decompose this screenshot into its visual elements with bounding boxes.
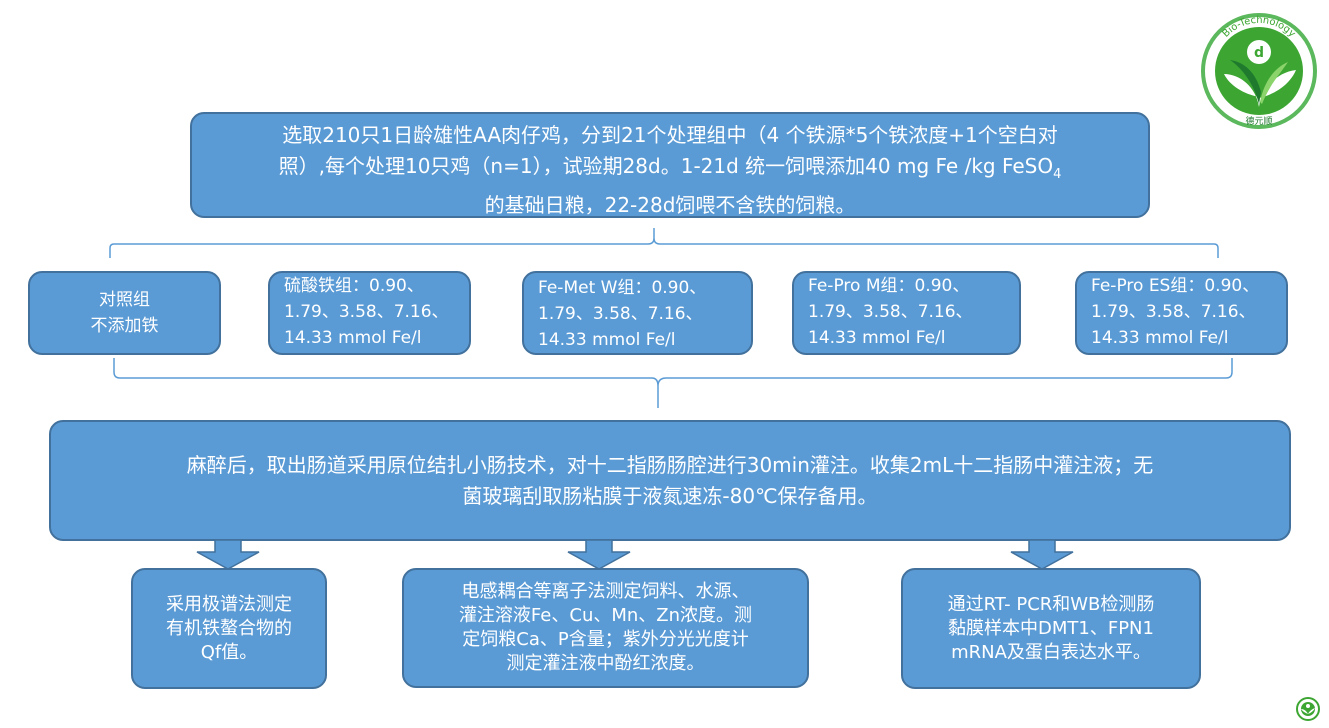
group-fe-met-w-line-1: Fe-Met W组：0.90、: [538, 278, 707, 298]
result-icp-line-1: 电感耦合等离子法测定饲料、水源、: [461, 581, 750, 602]
result-pcr-line-1: 通过RT- PCR和WB检测肠: [947, 593, 1155, 615]
arrow-down-3: [1010, 540, 1074, 570]
group-control-line-2: 不添加铁: [90, 316, 159, 336]
result-pcr-line-3: mRNA及蛋白表达水平。: [951, 641, 1151, 663]
group-ferrous-sulfate-line-3: 14.33 mmol Fe/l: [284, 328, 422, 348]
result-rt-pcr-wb: 通过RT- PCR和WB检测肠 黏膜样本中DMT1、FPN1 mRNA及蛋白表达…: [901, 568, 1201, 689]
group-fe-pro-es-line-3: 14.33 mmol Fe/l: [1091, 328, 1229, 348]
mid-box-line-2: 菌玻璃刮取肠粘膜于液氮速冻-80℃保存备用。: [462, 484, 878, 508]
group-fe-pro-m-line-2: 1.79、3.58、7.16、: [808, 302, 973, 322]
result-icp-line-4: 测定灌注液中酚红浓度。: [506, 653, 705, 674]
group-control: 对照组 不添加铁: [28, 271, 221, 355]
group-fe-met-w-line-2: 1.79、3.58、7.16、: [538, 304, 703, 324]
group-fe-met-w-line-3: 14.33 mmol Fe/l: [538, 330, 676, 350]
result-icp-analysis: 电感耦合等离子法测定饲料、水源、 灌注溶液Fe、Cu、Mn、Zn浓度。测 定饲粮…: [402, 568, 809, 688]
result-polarography-line-3: Qf值。: [200, 641, 258, 663]
result-pcr-line-2: 黏膜样本中DMT1、FPN1: [948, 617, 1154, 639]
group-fe-pro-m-line-1: Fe-Pro M组：0.90、: [808, 276, 970, 296]
group-fe-pro-m: Fe-Pro M组：0.90、 1.79、3.58、7.16、 14.33 mm…: [792, 271, 1021, 355]
result-icp-line-3: 定饲粮Ca、P含量；紫外分光光度计: [462, 629, 749, 650]
company-logo: Bio-Technology d 德元顺: [1201, 13, 1317, 129]
group-control-line-1: 对照组: [99, 290, 150, 310]
result-polarography: 采用极谱法测定 有机铁螯合物的 Qf值。: [131, 568, 327, 689]
mid-box-line-1: 麻醉后，取出肠道采用原位结扎小肠技术，对十二指肠肠腔进行30min灌注。收集2m…: [186, 453, 1154, 477]
result-icp-line-2: 灌注溶液Fe、Cu、Mn、Zn浓度。测: [458, 605, 753, 626]
group-fe-met-w: Fe-Met W组：0.90、 1.79、3.58、7.16、 14.33 mm…: [522, 271, 753, 355]
arrow-down-2: [567, 540, 631, 570]
group-fe-pro-m-line-3: 14.33 mmol Fe/l: [808, 328, 946, 348]
group-fe-pro-es-line-1: Fe-Pro ES组：0.90、: [1091, 276, 1260, 296]
logo-mark: d: [1254, 45, 1264, 61]
top-brace: [109, 228, 1219, 258]
arrow-down-1: [196, 540, 260, 570]
top-box-line-1: 选取210只1日龄雄性AA肉仔鸡，分到21个处理组中（4 个铁源*5个铁浓度+1…: [282, 123, 1058, 147]
logo-chinese-text: 德元顺: [1245, 115, 1272, 127]
group-fe-pro-es: Fe-Pro ES组：0.90、 1.79、3.58、7.16、 14.33 m…: [1075, 271, 1288, 355]
top-box-line-2: 照）,每个处理10只鸡（n=1），试验期28d。1-21d 统一饲喂添加40 m…: [278, 154, 1062, 182]
bottom-brace: [113, 358, 1233, 408]
experiment-design-box: 选取210只1日龄雄性AA肉仔鸡，分到21个处理组中（4 个铁源*5个铁浓度+1…: [190, 112, 1150, 218]
group-fe-pro-es-line-2: 1.79、3.58、7.16、: [1091, 302, 1256, 322]
group-ferrous-sulfate: 硫酸铁组：0.90、 1.79、3.58、7.16、 14.33 mmol Fe…: [268, 271, 471, 355]
group-ferrous-sulfate-line-2: 1.79、3.58、7.16、: [284, 302, 449, 322]
result-polarography-line-1: 采用极谱法测定: [166, 593, 292, 615]
top-box-line-3: 的基础日粮，22-28d饲喂不含铁的饲粮。: [484, 193, 856, 217]
mini-logo-icon: [1296, 697, 1320, 721]
result-polarography-line-2: 有机铁螯合物的: [166, 617, 292, 639]
group-ferrous-sulfate-line-1: 硫酸铁组：0.90、: [284, 276, 424, 296]
sampling-procedure-box: 麻醉后，取出肠道采用原位结扎小肠技术，对十二指肠肠腔进行30min灌注。收集2m…: [49, 420, 1291, 541]
